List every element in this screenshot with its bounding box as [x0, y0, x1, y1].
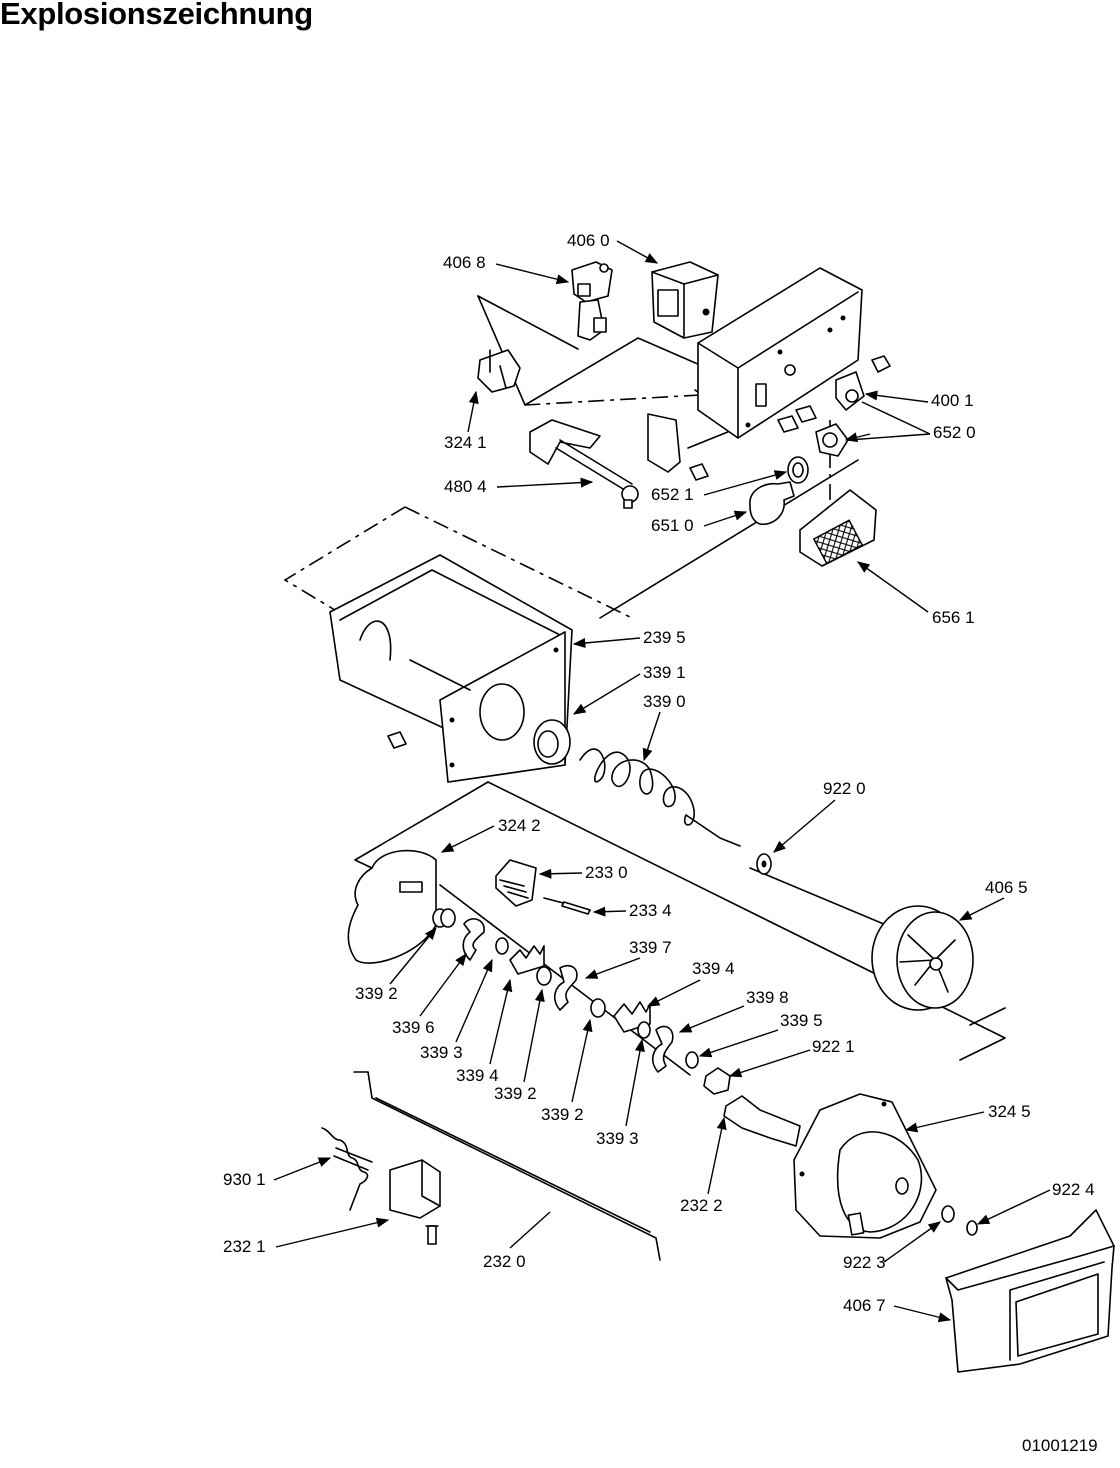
label-3245: 324 5 [988, 1102, 1031, 1121]
label-4068: 406 8 [443, 253, 486, 272]
dispenser-plate-3242 [347, 849, 437, 964]
label-4001: 400 1 [931, 391, 974, 410]
timer-module-4060 [651, 261, 719, 339]
switch-4001 [835, 371, 865, 411]
motor-cover-4067 [945, 1209, 1115, 1373]
rod-2320 [353, 1071, 661, 1261]
label-2321: 232 1 [223, 1237, 266, 1256]
part-labels: 406 0 406 8 324 1 400 1 652 0 480 4 652 … [223, 231, 1095, 1323]
label-3241: 324 1 [444, 433, 487, 452]
label-2320: 232 0 [483, 1252, 526, 1271]
cover-plate [647, 413, 681, 473]
label-3396: 339 6 [392, 1018, 435, 1037]
control-housing [697, 267, 863, 439]
washers-9223-9224 [941, 1205, 978, 1236]
label-2395: 239 5 [643, 628, 686, 647]
label-4060: 406 0 [567, 231, 610, 250]
label-6510: 651 0 [651, 516, 694, 535]
label-6520: 652 0 [933, 423, 976, 442]
label-9224: 922 4 [1052, 1180, 1095, 1199]
document-number: 01001219 [1022, 1436, 1098, 1455]
label-3395: 339 5 [780, 1011, 823, 1030]
lamp-socket-6521 [787, 456, 809, 484]
label-3393-a: 339 3 [420, 1043, 463, 1062]
page-title: Explosionszeichnung [0, 0, 313, 31]
clip-2321 [389, 1159, 441, 1245]
lamp-cover-6561 [799, 489, 877, 567]
label-3394-b: 339 4 [456, 1066, 499, 1085]
label-9220: 922 0 [823, 779, 866, 798]
sensor-arm-4804 [529, 419, 639, 509]
drive-wheel-4065 [871, 905, 974, 1011]
label-3392-c: 339 2 [541, 1105, 584, 1124]
label-3398: 339 8 [746, 988, 789, 1007]
label-9301: 930 1 [223, 1170, 266, 1189]
water-valve-4068 [571, 261, 613, 341]
label-4804: 480 4 [444, 477, 487, 496]
motor-housing-3245 [793, 1093, 937, 1239]
label-2322: 232 2 [680, 1196, 723, 1215]
auger-spring-3390 [579, 748, 741, 847]
label-3242: 324 2 [498, 816, 541, 835]
ice-crusher-2330 [495, 859, 537, 907]
auger-cap-3391 [533, 719, 571, 765]
label-6561: 656 1 [932, 608, 975, 627]
label-2334: 233 4 [629, 901, 672, 920]
light-bulb-6510 [749, 481, 795, 525]
washer-9220 [756, 853, 772, 875]
label-3394-a: 339 4 [692, 959, 735, 978]
shaft-pin-2334 [543, 897, 591, 915]
label-9223: 922 3 [843, 1253, 886, 1272]
label-3392-b: 339 2 [494, 1084, 537, 1103]
socket-6520 [815, 423, 849, 457]
blades-and-spacers [432, 908, 731, 1095]
label-3397: 339 7 [629, 938, 672, 957]
label-4065: 406 5 [985, 878, 1028, 897]
label-3391: 339 1 [643, 663, 686, 682]
spring-9301 [321, 1127, 373, 1211]
label-6521: 652 1 [651, 485, 694, 504]
label-3393-b: 339 3 [596, 1129, 639, 1148]
lever-2322 [723, 1095, 801, 1147]
label-9221: 922 1 [812, 1037, 855, 1056]
label-2330: 233 0 [585, 863, 628, 882]
label-3392-a: 339 2 [355, 984, 398, 1003]
label-4067: 406 7 [843, 1296, 886, 1315]
bracket-3241 [477, 349, 521, 393]
label-3390: 339 0 [643, 692, 686, 711]
